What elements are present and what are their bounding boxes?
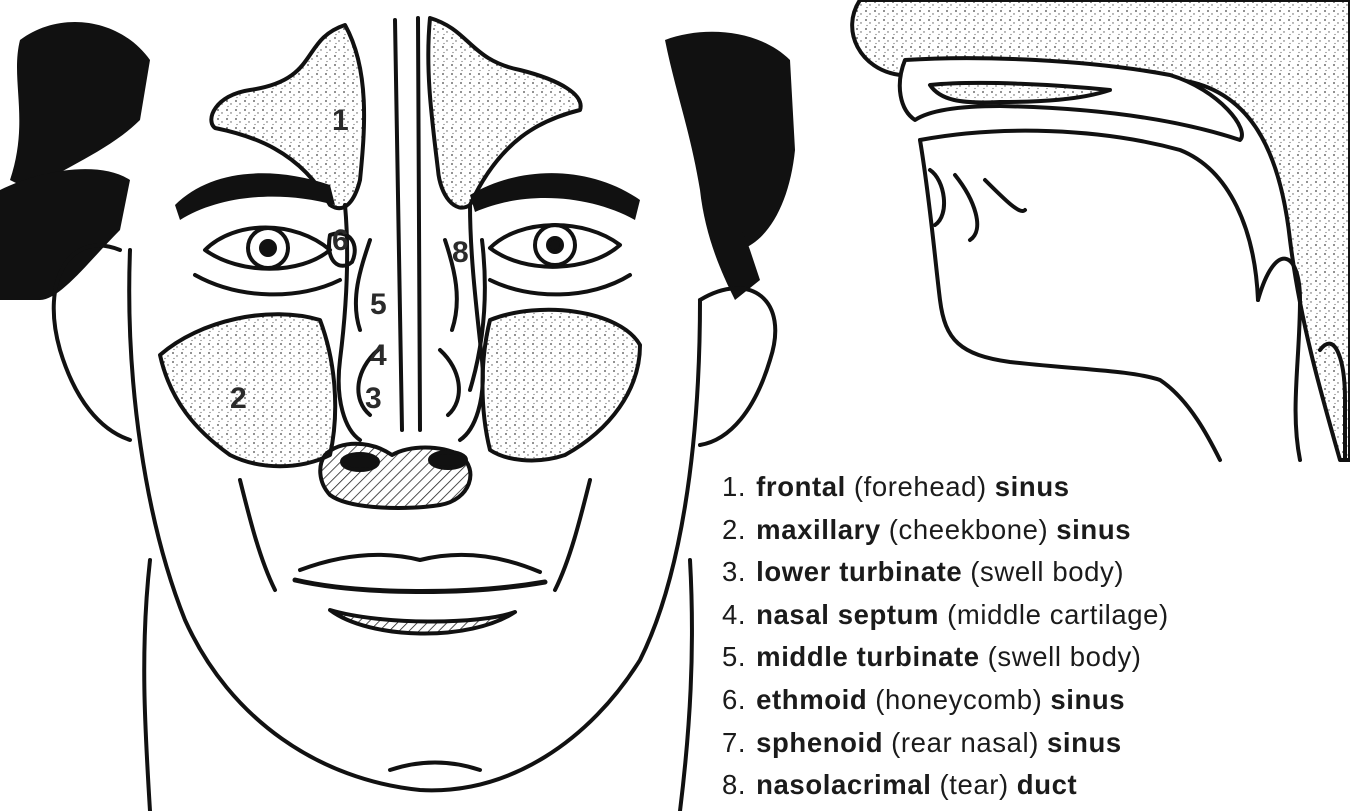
legend-item: 5. middle turbinate (swell body) — [722, 636, 1342, 679]
callout-1: 1 — [332, 104, 349, 137]
lower-lid-left — [195, 275, 340, 294]
legend-number: 5. — [722, 641, 746, 672]
palate-outline — [920, 131, 1258, 300]
legend-gloss: (forehead) — [854, 471, 987, 502]
legend-tail: sinus — [1050, 684, 1125, 715]
legend-term: nasolacrimal — [756, 769, 931, 800]
legend-gloss: (swell body) — [988, 641, 1142, 672]
nostril-right — [430, 452, 466, 468]
lip-line — [295, 580, 545, 592]
legend-number: 3. — [722, 556, 746, 587]
callout-3: 3 — [365, 382, 382, 415]
chin-line — [390, 763, 480, 771]
front-face-drawing — [0, 18, 795, 811]
hair-left-lower — [0, 169, 130, 300]
legend-term: frontal — [756, 471, 846, 502]
legend-item: 6. ethmoid (honeycomb) sinus — [722, 679, 1342, 722]
neck-right — [680, 560, 692, 811]
legend-term: ethmoid — [756, 684, 867, 715]
nasal-septum — [395, 18, 420, 430]
legend-number: 1. — [722, 471, 746, 502]
callout-2: 2 — [230, 382, 247, 415]
callout-8: 8 — [452, 236, 469, 269]
legend-number: 6. — [722, 684, 746, 715]
legend-term: lower turbinate — [756, 556, 962, 587]
brow-left — [175, 173, 335, 220]
legend-tail: sinus — [995, 471, 1070, 502]
nostril-left — [342, 454, 378, 470]
legend-gloss: (honeycomb) — [875, 684, 1042, 715]
callout-5: 5 — [370, 288, 387, 321]
lower-lip — [330, 610, 515, 634]
legend-gloss: (middle cartilage) — [947, 599, 1169, 630]
brow-right — [470, 173, 640, 220]
lower-turbinate-right — [440, 350, 459, 415]
cheek-line-left — [240, 480, 275, 590]
throat-profile — [1258, 259, 1300, 460]
pupil-right — [548, 238, 562, 252]
callout-6: 6 — [332, 224, 349, 257]
legend-item: 8. nasolacrimal (tear) duct — [722, 764, 1342, 807]
legend-number: 7. — [722, 727, 746, 758]
legend-term: sphenoid — [756, 727, 883, 758]
neck-left — [144, 560, 150, 811]
legend-term: middle turbinate — [756, 641, 980, 672]
legend-item: 3. lower turbinate (swell body) — [722, 551, 1342, 594]
legend-item: 4. nasal septum (middle cartilage) — [722, 594, 1342, 637]
legend: 1. frontal (forehead) sinus 2. maxillary (che… — [722, 466, 1342, 807]
pupil-left — [261, 241, 275, 255]
legend-gloss: (tear) — [939, 769, 1008, 800]
legend-tail: sinus — [1047, 727, 1122, 758]
legend-number: 2. — [722, 514, 746, 545]
upper-lip — [300, 555, 540, 572]
legend-gloss: (cheekbone) — [889, 514, 1048, 545]
profile-drawing — [852, 0, 1350, 460]
legend-number: 8. — [722, 769, 746, 800]
maxillary-sinus-right — [483, 310, 641, 461]
legend-item: 2. maxillary (cheekbone) sinus — [722, 509, 1342, 552]
legend-item: 7. sphenoid (rear nasal) sinus — [722, 722, 1342, 765]
ear-right — [700, 288, 775, 445]
legend-tail: sinus — [1056, 514, 1131, 545]
hair-left — [10, 22, 150, 190]
middle-turbinate-left — [356, 240, 370, 330]
lower-lid-right — [490, 275, 630, 294]
legend-tail: duct — [1017, 769, 1077, 800]
legend-number: 4. — [722, 599, 746, 630]
legend-gloss: (rear nasal) — [891, 727, 1039, 758]
maxillary-sinus-left — [160, 314, 335, 466]
cheek-line-right — [555, 480, 590, 590]
legend-gloss: (swell body) — [970, 556, 1124, 587]
legend-item: 1. frontal (forehead) sinus — [722, 466, 1342, 509]
nasal-turbinates-profile — [930, 170, 1025, 240]
legend-term: maxillary — [756, 514, 881, 545]
legend-term: nasal septum — [756, 599, 939, 630]
callout-4: 4 — [370, 339, 387, 372]
